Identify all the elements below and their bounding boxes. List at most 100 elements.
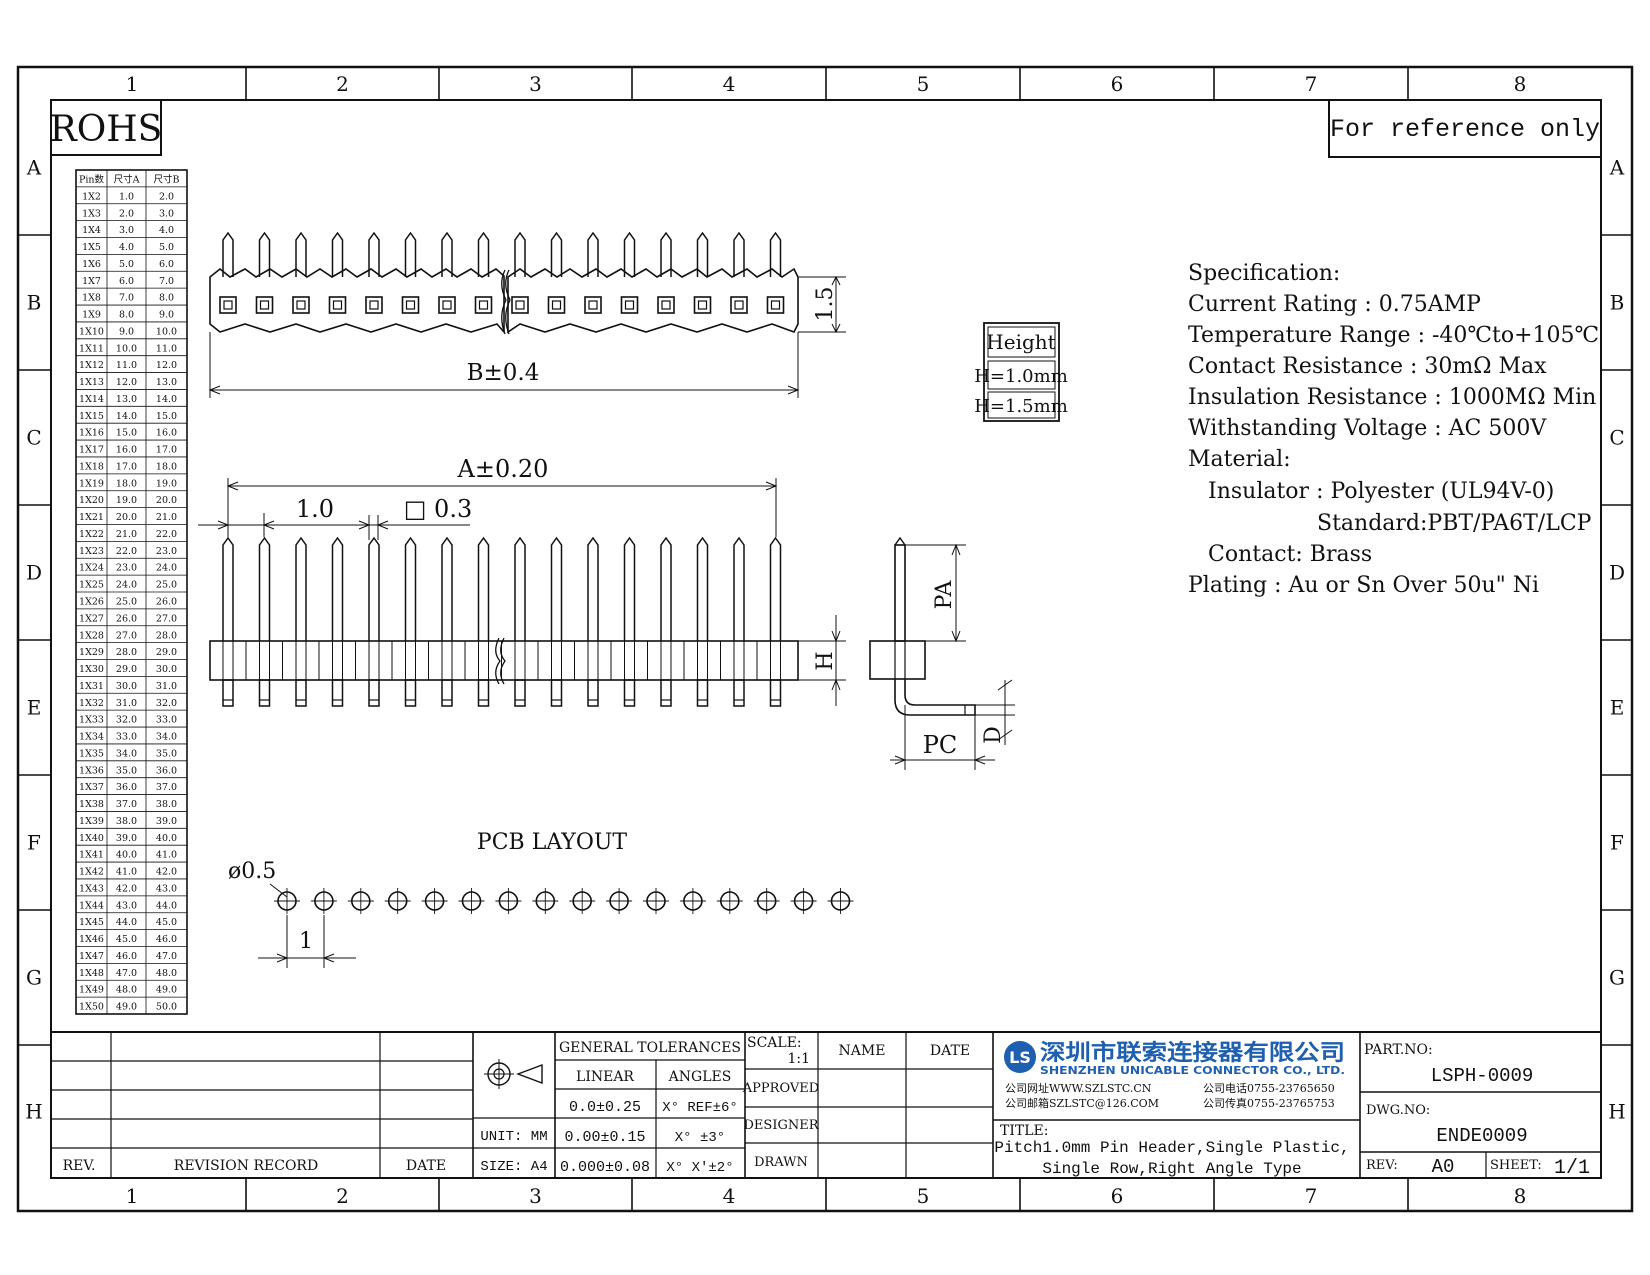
pin-table-cell: 1X8 — [82, 293, 101, 304]
revision-record-header: REVISION RECORD — [174, 1158, 318, 1174]
pin-table-cell: 14.0 — [156, 394, 177, 405]
pin-table-cell: 1X20 — [79, 495, 104, 506]
frame-row-label: G — [26, 966, 42, 990]
pin-table-cell: 26.0 — [156, 597, 177, 608]
pin-table-cell: 1X39 — [79, 816, 104, 827]
pin-table-cell: 23.0 — [116, 563, 137, 574]
spec-line: Contact Resistance : 30mΩ Max — [1188, 354, 1547, 379]
pin-table-cell: 1X13 — [79, 377, 104, 388]
svg-text:LS: LS — [1009, 1048, 1031, 1067]
spec-line: Material: — [1188, 447, 1291, 472]
dim-top-height: 1.5 — [813, 287, 838, 322]
date-column-header: DATE — [930, 1043, 970, 1059]
dwg-no-value: ENDE0009 — [1436, 1125, 1527, 1147]
pin-table-cell: 36.0 — [156, 765, 177, 776]
title-block: REV. REVISION RECORD DATE UNIT: MM SIZE:… — [51, 1031, 1601, 1180]
rev-header: REV. — [63, 1158, 96, 1174]
pin-table-cell: 11.0 — [116, 360, 137, 371]
dim-side-d: D — [981, 726, 1006, 744]
pin-table-cell: 7.0 — [119, 293, 134, 304]
pin-table-cell: 1X14 — [79, 394, 104, 405]
frame-row-label: D — [1609, 561, 1625, 585]
specification: Specification: Current Rating : 0.75AMP … — [1188, 261, 1599, 598]
pin-table-cell: 48.0 — [156, 968, 177, 979]
pin-table-cell: 33.0 — [116, 732, 137, 743]
pin-table-cell: 1X33 — [79, 715, 104, 726]
frame-column-label: 6 — [1111, 72, 1124, 96]
pin-table-cell: 2.0 — [119, 208, 134, 219]
pin-table-cell: 20.0 — [116, 512, 137, 523]
pin-table-cell: 31.0 — [156, 681, 177, 692]
pin-table-cell: 49.0 — [116, 1002, 137, 1013]
pin-table-cell: 15.0 — [156, 411, 177, 422]
spec-line: Withstanding Voltage : AC 500V — [1188, 416, 1547, 441]
pin-table-cell: 1X28 — [79, 630, 104, 641]
dim-side-pa: PA — [932, 580, 957, 610]
pin-table-cell: 15.0 — [116, 428, 137, 439]
pin-table-cell: 12.0 — [156, 360, 177, 371]
pin-table-cell: 17.0 — [116, 461, 137, 472]
pin-table-cell: 28.0 — [156, 630, 177, 641]
pin-table-cell: 40.0 — [156, 833, 177, 844]
tolerance-angle: X° X'±2° — [666, 1160, 733, 1176]
drawn-label: DRAWN — [754, 1155, 808, 1170]
pin-table-cell: 8.0 — [159, 293, 174, 304]
pin-table-cell: 44.0 — [116, 917, 137, 928]
linear-label: LINEAR — [576, 1069, 634, 1085]
frame-row-label: B — [1610, 291, 1625, 315]
pin-table-cell: 16.0 — [156, 428, 177, 439]
date-header: DATE — [406, 1158, 446, 1174]
spec-title: Specification: — [1188, 261, 1340, 286]
spec-line: Insulation Resistance : 1000MΩ Min — [1188, 385, 1596, 410]
pin-table-cell: 40.0 — [116, 850, 137, 861]
pin-table-cell: 43.0 — [156, 883, 177, 894]
frame-column-label: 2 — [336, 1184, 349, 1208]
height-table: Height H=1.0mm H=1.5mm — [974, 322, 1068, 422]
pin-table-cell: 1X36 — [79, 765, 104, 776]
pin-table-cell: 26.0 — [116, 613, 137, 624]
pin-table-cell: 46.0 — [116, 951, 137, 962]
pin-table-cell: 1X9 — [82, 310, 101, 321]
pin-table-cell: 32.0 — [156, 698, 177, 709]
pin-table-cell: 9.0 — [159, 310, 174, 321]
tolerance-angle: X° ±3° — [675, 1130, 725, 1146]
pin-table-cell: 37.0 — [156, 782, 177, 793]
frame-column-label: 5 — [917, 1184, 930, 1208]
pcb-layout-title: PCB LAYOUT — [477, 830, 628, 855]
pin-table-cell: 37.0 — [116, 799, 137, 810]
pin-table-cell: 42.0 — [116, 883, 137, 894]
frame-row-label: C — [1609, 426, 1624, 450]
pin-table-cell: 30.0 — [116, 681, 137, 692]
dim-side-pc: PC — [923, 731, 958, 759]
company-fax: 公司传真0755-23765753 — [1203, 1096, 1335, 1110]
pin-table-cell: 27.0 — [116, 630, 137, 641]
pin-table-cell: 34.0 — [156, 732, 177, 743]
sheet-value: 1/1 — [1554, 1157, 1590, 1180]
frame-column-label: 3 — [529, 72, 542, 96]
pin-table-cell: 48.0 — [116, 985, 137, 996]
pin-table-cell: 13.0 — [156, 377, 177, 388]
frame-row-label: F — [27, 831, 41, 855]
pin-table-cell: 41.0 — [116, 867, 137, 878]
sheet-label: SHEET: — [1490, 1158, 1542, 1173]
pin-table-cell: 1X46 — [79, 934, 104, 945]
pin-table-cell: 1X24 — [79, 563, 104, 574]
pin-table-cell: 20.0 — [156, 495, 177, 506]
dwg-no-label: DWG.NO: — [1366, 1103, 1430, 1118]
pin-table-cell: 1X27 — [79, 613, 104, 624]
reference-box: For reference only — [1328, 99, 1602, 158]
pin-table-cell: 28.0 — [116, 647, 137, 658]
pcb-layout: PCB LAYOUT ø0.5 1 — [228, 830, 854, 968]
pin-table-cell: 3.0 — [119, 225, 134, 236]
approved-label: APPROVED — [742, 1081, 819, 1096]
pin-table-cell: 1X38 — [79, 799, 104, 810]
pin-table-cell: 1X6 — [82, 259, 101, 270]
pin-table-cell: 6.0 — [119, 276, 134, 287]
pin-table-cell: 1X40 — [79, 833, 104, 844]
rev-value: A0 — [1432, 1156, 1455, 1178]
frame-row-label: A — [1609, 156, 1625, 180]
pin-table-cell: 47.0 — [116, 968, 137, 979]
pin-table-cell: 43.0 — [116, 900, 137, 911]
